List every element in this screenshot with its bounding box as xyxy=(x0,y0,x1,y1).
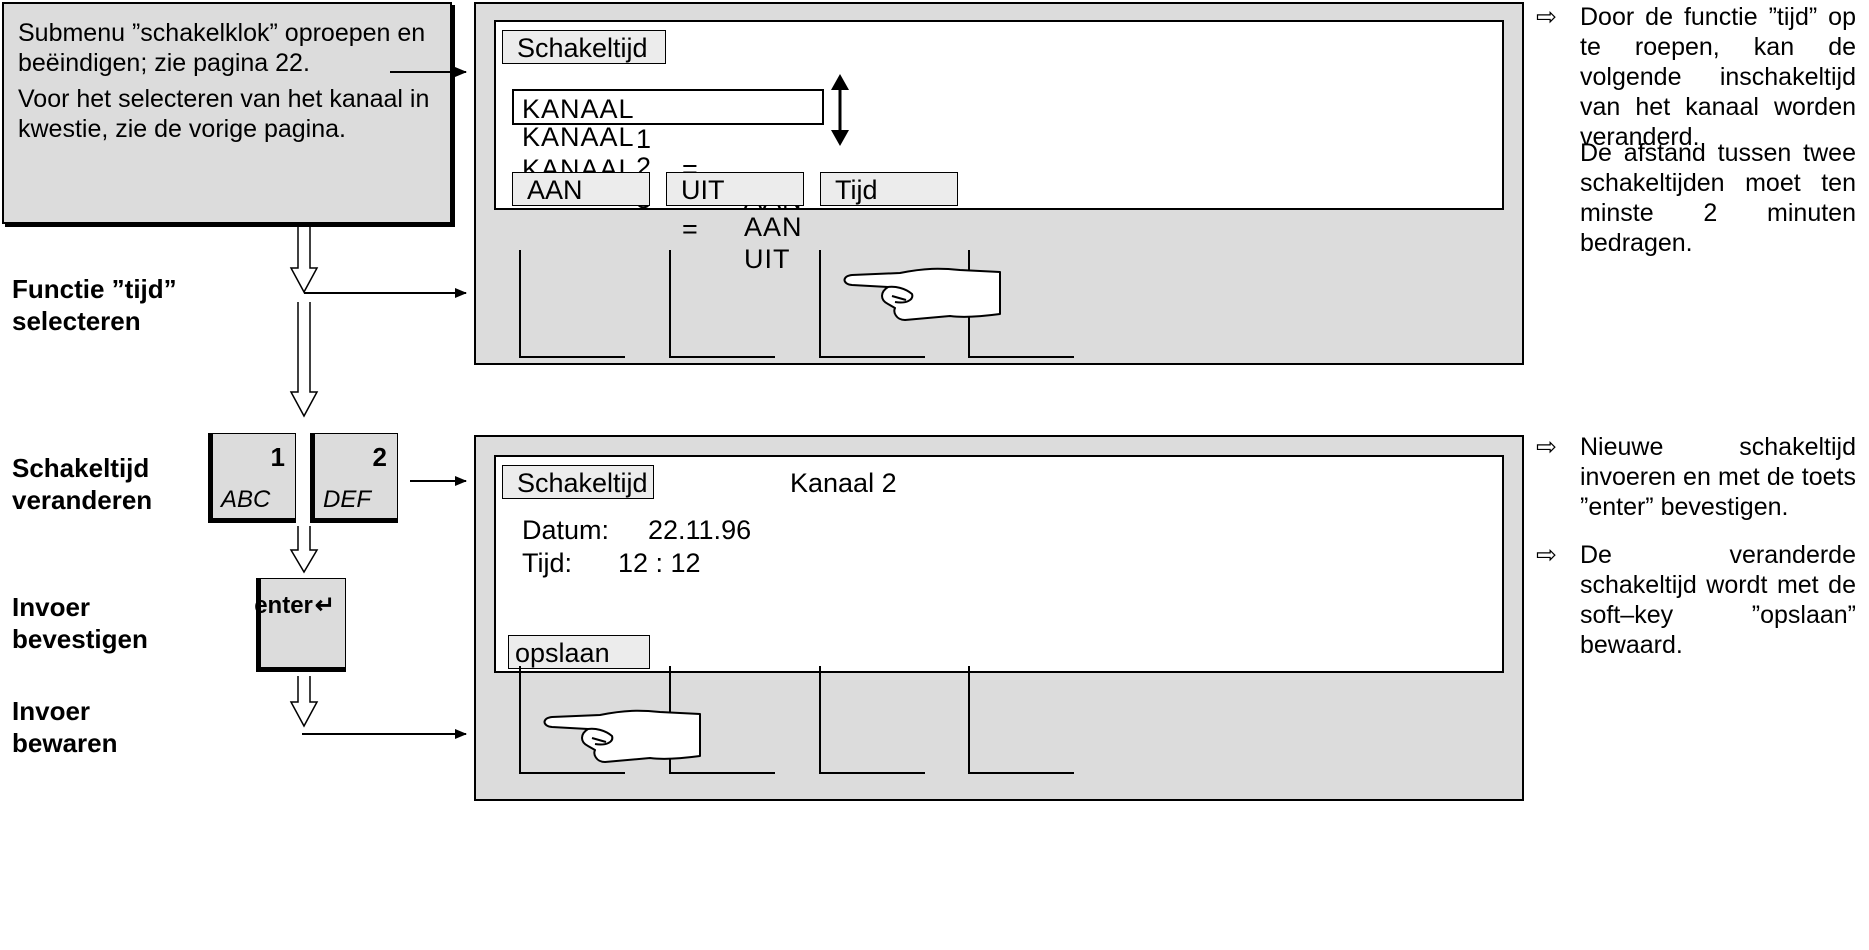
time-value[interactable]: 12 : 12 xyxy=(618,548,701,578)
enter-key[interactable]: enter↵ xyxy=(254,578,346,672)
softkey-3[interactable] xyxy=(819,250,925,358)
key-1-abc[interactable]: 1 ABC xyxy=(208,433,296,523)
note-1b: De afstand tussen twee schakeltijden moe… xyxy=(1580,139,1856,257)
screen-title-tag: Schakeltijd xyxy=(502,30,666,64)
softkey-label-aan: AAN xyxy=(512,172,650,206)
softkey-label-uit: UIT xyxy=(666,172,804,206)
channel-label: Kanaal 2 xyxy=(790,468,897,498)
softkey-3-panel2[interactable] xyxy=(819,666,925,774)
intro-box: Submenu ”schakelklok” oproepen en beëind… xyxy=(2,2,452,224)
step-label-change-time: Schakeltijd veranderen xyxy=(12,453,153,515)
note-1: ⇨ Door de functie ”tijd” op te roepen, k… xyxy=(1536,3,1856,151)
softkey-4[interactable] xyxy=(968,250,1074,358)
softkey-label-opslaan: opslaan xyxy=(508,635,650,669)
note-3: ⇨ De veranderde schakeltijd wordt met de… xyxy=(1536,541,1856,659)
date-label: Datum: xyxy=(522,515,610,545)
softkey-1-panel2[interactable] xyxy=(519,666,625,774)
softkey-label-tijd: Tijd xyxy=(820,172,958,206)
softkey-2[interactable] xyxy=(669,250,775,358)
softkey-2-panel2[interactable] xyxy=(669,666,775,774)
note-2: ⇨ Nieuwe schakeltijd invoeren en met de … xyxy=(1536,433,1856,521)
note-arrow-icon: ⇨ xyxy=(1536,433,1557,461)
step-label-confirm-input: Invoer bevestigen xyxy=(12,592,148,654)
enter-return-icon: ↵ xyxy=(314,592,335,619)
date-value: 22.11.96 xyxy=(648,515,752,545)
step-label-select-time: Functie ”tijd” selecteren xyxy=(12,274,177,336)
down-arrow-2 xyxy=(289,302,319,418)
down-arrow-3 xyxy=(289,526,319,574)
step-label-save-input: Invoer bewaren xyxy=(12,696,118,758)
time-label: Tijd: xyxy=(522,548,573,578)
softkey-4-panel2[interactable] xyxy=(968,666,1074,774)
screen-title-tag-2: Schakeltijd xyxy=(502,465,654,499)
intro-paragraph-1: Submenu ”schakelklok” oproepen en beëind… xyxy=(18,19,426,77)
down-arrow-4 xyxy=(289,676,319,728)
softkey-1[interactable] xyxy=(519,250,625,358)
note-arrow-icon: ⇨ xyxy=(1536,541,1557,569)
note-arrow-icon: ⇨ xyxy=(1536,3,1557,31)
display-screen-2 xyxy=(494,455,1504,673)
key-2-def[interactable]: 2 DEF xyxy=(310,433,398,523)
intro-paragraph-2: Voor het selecteren van het kanaal in kw… xyxy=(18,85,430,143)
down-arrow-1 xyxy=(289,224,319,294)
selected-channel-frame[interactable] xyxy=(512,89,824,125)
